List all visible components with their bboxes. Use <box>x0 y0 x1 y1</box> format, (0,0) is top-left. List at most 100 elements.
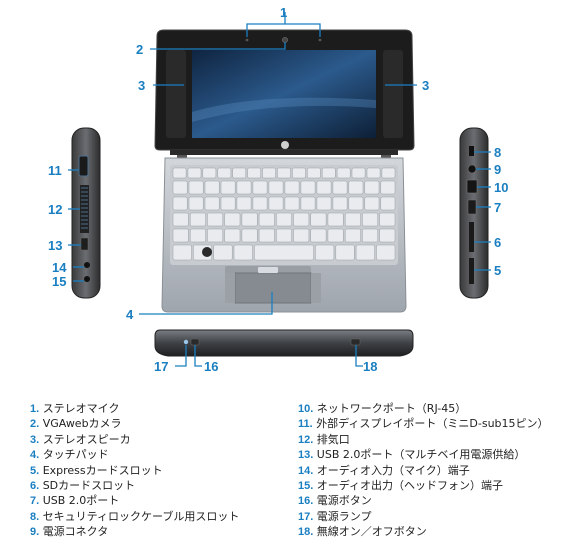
keyboard-key <box>362 212 379 227</box>
callout-6: 6 <box>494 235 501 250</box>
legend-item: 15. オーディオ出力（ヘッドフォン）端子 <box>298 478 549 493</box>
keyboard-key <box>254 244 314 261</box>
laptop-right-side-view <box>459 127 489 299</box>
keyboard-key <box>258 228 275 243</box>
callout-numbers: 1 2 3 3 4 11 12 13 14 15 8 9 10 7 6 5 17… <box>48 5 508 374</box>
keyboard-key <box>362 228 379 243</box>
keyboard-key <box>344 228 361 243</box>
legend-item-number: 1. <box>30 403 40 415</box>
legend-item-label: USB 2.0ポート <box>42 494 120 508</box>
power-connector <box>467 164 477 174</box>
keyboard-key <box>348 196 364 211</box>
right-speaker <box>383 50 403 138</box>
wireless-switch <box>350 338 361 346</box>
webcam <box>282 37 288 43</box>
keyboard-key <box>241 228 258 243</box>
legend-item: 5. Expressカードスロット <box>30 463 239 478</box>
legend-item-number: 6. <box>30 479 40 492</box>
keyboard-key <box>172 212 189 227</box>
keyboard-key <box>247 167 261 179</box>
left-mic <box>245 38 249 42</box>
usb-port-right <box>467 199 477 215</box>
audio-out-jack <box>84 276 90 282</box>
legend-item-number: 3. <box>30 433 40 446</box>
touchpad-right-button <box>311 273 321 303</box>
power-lamp <box>183 339 189 345</box>
keyboard-key <box>335 244 355 261</box>
legend-item-label: ステレオスピーカ <box>42 432 131 446</box>
legend-item: 3. ステレオスピーカ <box>30 432 239 447</box>
keyboard-key <box>172 228 189 243</box>
callout-13: 13 <box>48 238 62 253</box>
callout-8: 8 <box>494 145 501 160</box>
keyboard-key <box>172 167 187 179</box>
callout-16: 16 <box>204 359 218 374</box>
legend-item-number: 14. <box>298 464 314 477</box>
keyboard-key <box>310 212 327 227</box>
keyboard-key <box>277 167 291 179</box>
keyboard-key <box>284 196 300 211</box>
keyboard-key <box>364 196 380 211</box>
legend-item: 8. セキュリティロックケーブル用スロット <box>30 509 239 524</box>
keyboard-key <box>233 244 253 261</box>
legend-item-number: 13. <box>298 449 314 462</box>
callout-12: 12 <box>48 202 62 217</box>
keyboard-key <box>204 196 220 211</box>
legend-item: 13. USB 2.0ポート（マルチベイ用電源供給） <box>298 447 549 462</box>
legend-item: 6. SDカードスロット <box>30 478 239 493</box>
keyboard-key <box>207 228 224 243</box>
keyboard-key <box>284 180 300 195</box>
callout-17: 17 <box>154 359 168 374</box>
fingerprint-reader <box>202 247 212 257</box>
legend-item: 12. 排気口 <box>298 432 549 447</box>
callout-15: 15 <box>52 274 66 289</box>
legend-item-label: USB 2.0ポート（マルチベイ用電源供給） <box>316 448 526 462</box>
audio-in-jack <box>84 262 90 268</box>
legend-item-number: 4. <box>30 449 40 462</box>
legend-item: 17. 電源ランプ <box>298 509 549 524</box>
keyboard-key <box>268 196 284 211</box>
legend-item: 2. VGAwebカメラ <box>30 416 239 431</box>
callout-10: 10 <box>494 180 508 195</box>
exhaust-vent <box>80 185 89 233</box>
keyboard-key <box>293 228 310 243</box>
legend-item-label: 電源コネクタ <box>42 525 109 539</box>
keyboard-key <box>380 196 396 211</box>
keyboard-key <box>300 196 316 211</box>
keyboard-key <box>262 167 276 179</box>
keyboard-key <box>188 180 204 195</box>
keyboard-key <box>379 212 396 227</box>
keyboard-key <box>236 196 252 211</box>
callout-14: 14 <box>52 260 67 275</box>
legend-item-label: ネットワークポート（RJ-45） <box>316 402 467 415</box>
keyboard-key <box>276 212 292 227</box>
keyboard-key <box>189 212 206 227</box>
vga-port <box>78 155 89 177</box>
keyboard-key <box>379 228 396 243</box>
legend-item-label: ステレオマイク <box>42 402 120 415</box>
legend-item: 14. オーディオ入力（マイク）端子 <box>298 463 549 478</box>
legend-item: 7. USB 2.0ポート <box>30 493 239 508</box>
keyboard-key <box>351 167 366 179</box>
legend-item-number: 11. <box>298 418 313 431</box>
display-screen <box>192 50 376 138</box>
callout-9: 9 <box>494 162 501 177</box>
legend-item: 9. 電源コネクタ <box>30 524 239 539</box>
keyboard-key <box>202 167 217 179</box>
callout-lines <box>68 12 491 367</box>
touchpad <box>234 272 312 304</box>
keyboard-key <box>364 180 380 195</box>
keyboard-key <box>336 167 351 179</box>
keyboard-key <box>252 196 268 211</box>
legend-item-number: 2. <box>30 418 40 431</box>
hp-logo <box>281 141 289 149</box>
keyboard-key <box>189 228 206 243</box>
keyboard-key <box>232 167 247 179</box>
legend-right-column: 10. ネットワークポート（RJ-45）11. 外部ディスプレイポート（ミニD-… <box>298 401 549 540</box>
legend-item-label: VGAwebカメラ <box>42 417 122 431</box>
keyboard-key <box>348 180 364 195</box>
legend-item-number: 8. <box>30 510 40 523</box>
legend-item: 16. 電源ボタン <box>298 493 549 508</box>
legend-item-label: 電源ボタン <box>316 494 372 508</box>
